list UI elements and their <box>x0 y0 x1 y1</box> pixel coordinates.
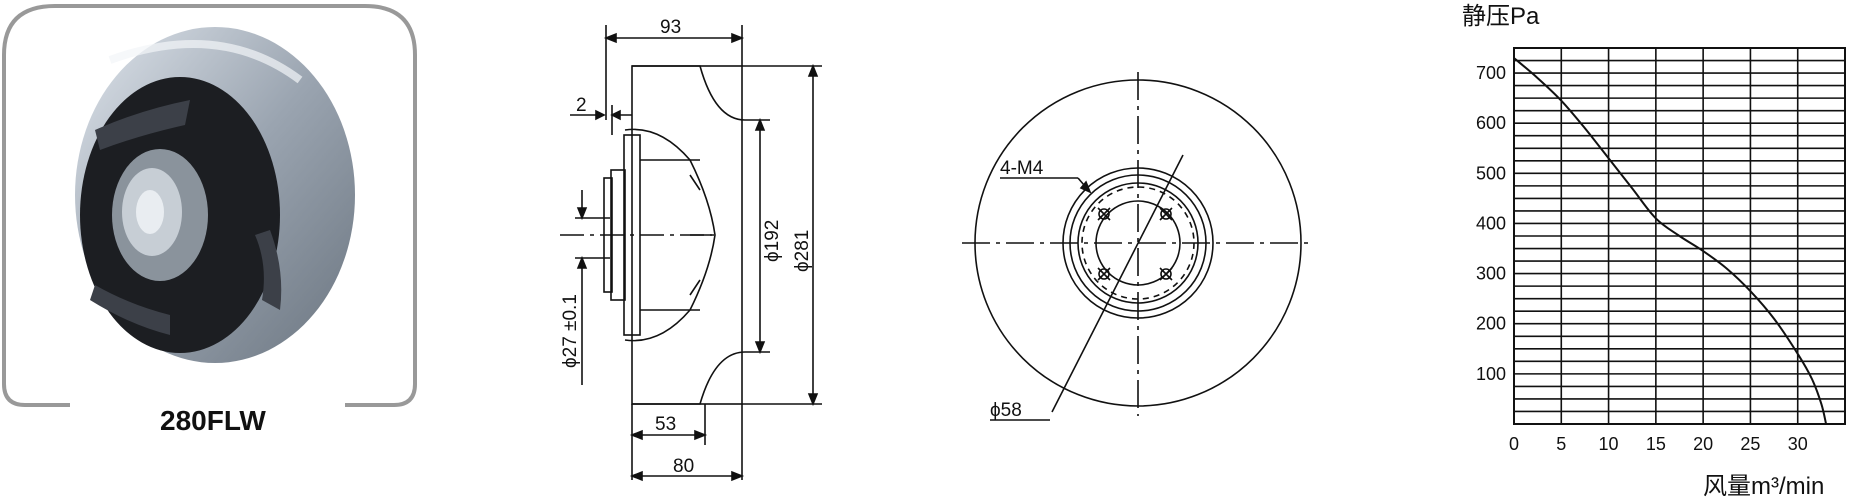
x-axis-label: 风量m³/min <box>1703 473 1824 499</box>
model-label: 280FLW <box>160 405 266 436</box>
x-tick-label: 0 <box>1509 434 1519 454</box>
y-tick-labels: 100 200 300 400 500 600 700 <box>1476 63 1506 384</box>
dim-label-80: 80 <box>673 456 694 477</box>
fan-photo <box>75 27 355 363</box>
dim-label-shaft: ϕ27 ±0.1 <box>560 294 581 368</box>
y-tick-label: 400 <box>1476 213 1506 233</box>
front-view-labels: 4-M4 ϕ58 <box>990 158 1044 421</box>
chart-grid <box>1513 47 1846 425</box>
dim-label-93: 93 <box>660 17 681 38</box>
photo-frame <box>1 3 417 407</box>
pressure-flow-curve <box>1513 57 1828 425</box>
dim-label-192: ϕ192 <box>762 220 783 262</box>
y-tick-label: 100 <box>1476 364 1506 384</box>
dim-label-2: 2 <box>576 95 587 116</box>
dim-label-53: 53 <box>655 414 676 435</box>
x-tick-label: 25 <box>1740 434 1760 454</box>
x-tick-label: 15 <box>1646 434 1666 454</box>
y-tick-label: 600 <box>1476 113 1506 133</box>
front-view-drawing <box>962 72 1314 421</box>
side-view-drawing <box>560 25 822 482</box>
x-tick-label: 10 <box>1599 434 1619 454</box>
screw-holes <box>1097 207 1173 281</box>
y-tick-label: 300 <box>1476 264 1506 284</box>
x-tick-labels: 0 5 10 15 20 25 30 <box>1509 434 1808 454</box>
y-tick-label: 200 <box>1476 314 1506 334</box>
label-screws: 4-M4 <box>1000 158 1044 179</box>
y-tick-label: 500 <box>1476 163 1506 183</box>
x-tick-label: 20 <box>1693 434 1713 454</box>
dim-label-281: ϕ281 <box>792 230 813 272</box>
x-tick-label: 30 <box>1788 434 1808 454</box>
x-tick-label: 5 <box>1556 434 1566 454</box>
y-tick-label: 700 <box>1476 63 1506 83</box>
product-photo-panel: 280FLW <box>1 3 417 436</box>
chart-title: 静压Pa <box>1462 3 1540 30</box>
label-hub-dia: ϕ58 <box>990 400 1022 421</box>
side-view-labels: 93 2 ϕ192 ϕ281 ϕ27 ±0.1 53 80 <box>560 17 813 477</box>
